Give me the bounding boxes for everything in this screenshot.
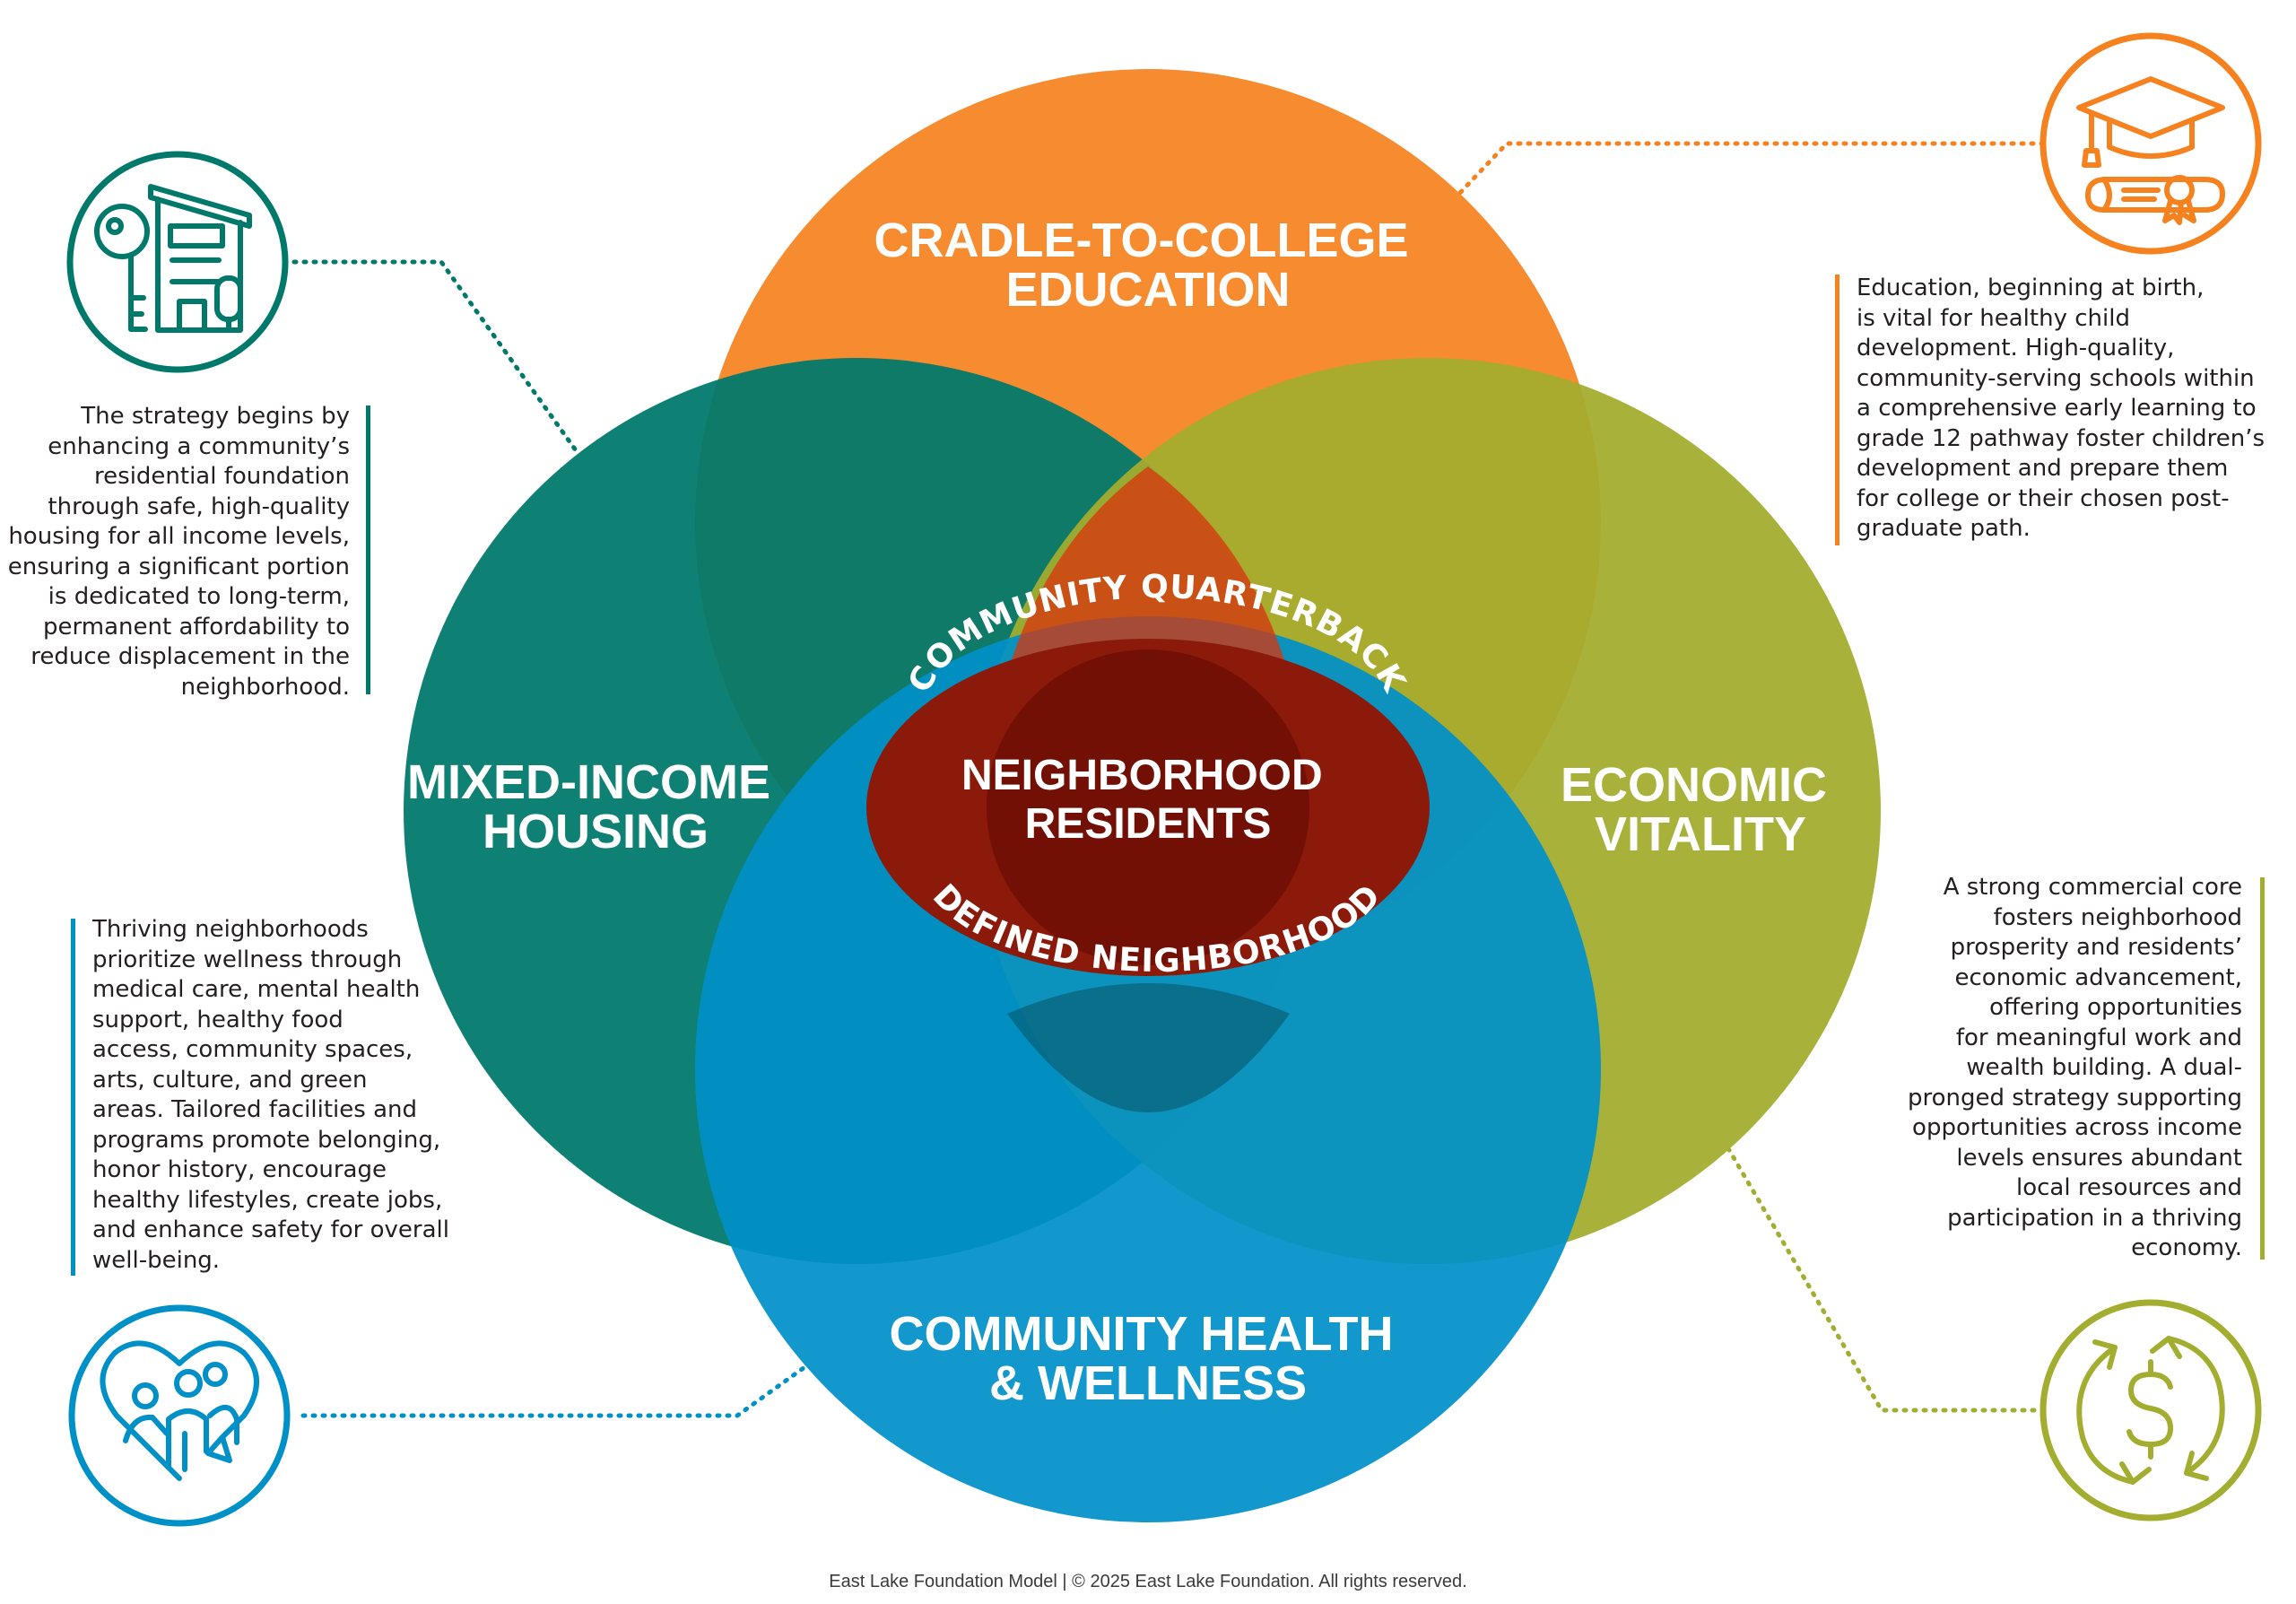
description-line: access, community spaces, bbox=[92, 1036, 413, 1063]
description-line: Education, beginning at birth, bbox=[1857, 275, 2205, 301]
description-line: programs promote belonging, bbox=[92, 1126, 441, 1154]
housing-desc-bar bbox=[366, 405, 370, 694]
house-key-icon bbox=[66, 151, 289, 373]
description-line: wealth building. A dual- bbox=[1966, 1054, 2242, 1081]
education-title: CRADLE-TO-COLLEGE EDUCATION bbox=[874, 214, 1422, 317]
description-line: Thriving neighborhoods bbox=[92, 916, 369, 943]
description-line: economic advancement, bbox=[1954, 963, 2242, 991]
leader-line-health bbox=[300, 1363, 810, 1418]
description-line: levels ensures abundant bbox=[1956, 1144, 2242, 1172]
description-line: for meaningful work and bbox=[1955, 1024, 2242, 1051]
description-line: prosperity and residents’ bbox=[1950, 934, 2242, 961]
description-line: is vital for healthy child bbox=[1857, 304, 2130, 332]
economic-title: ECONOMIC VITALITY bbox=[1561, 758, 1840, 861]
description-line: development. High-quality, bbox=[1857, 335, 2175, 362]
description-line: pronged strategy supporting bbox=[1907, 1084, 2242, 1111]
center-core bbox=[987, 649, 1309, 965]
education-description: Education, beginning at birth, is vital f… bbox=[1857, 274, 2265, 545]
health-desc-bar bbox=[71, 919, 75, 1276]
description-line: offering opportunities bbox=[1989, 994, 2242, 1021]
description-line: for college or their chosen post- bbox=[1857, 484, 2230, 512]
description-line: community-serving schools within bbox=[1857, 364, 2255, 392]
description-line: fosters neighborhood bbox=[1993, 903, 2242, 931]
description-line: opportunities across income bbox=[1912, 1114, 2242, 1141]
description-line: and enhance safety for overall bbox=[92, 1216, 449, 1243]
economic-desc-bar bbox=[2260, 877, 2265, 1260]
description-line: neighborhood. bbox=[180, 673, 350, 701]
description-line: honor history, encourage bbox=[92, 1156, 387, 1183]
description-line: participation in a thriving bbox=[1947, 1204, 2242, 1232]
description-line: local resources and bbox=[2015, 1174, 2242, 1201]
description-line: well-being. bbox=[92, 1246, 221, 1274]
description-line: grade 12 pathway foster children’s bbox=[1857, 424, 2266, 452]
description-line: A strong commercial core bbox=[1943, 874, 2242, 901]
education-desc-bar bbox=[1835, 275, 1839, 545]
description-line: economy. bbox=[2131, 1234, 2242, 1261]
description-line: residential foundation bbox=[94, 463, 350, 490]
description-line: prioritize wellness through bbox=[92, 946, 403, 973]
housing-title: MIXED-INCOME HOUSING bbox=[407, 755, 784, 859]
description-line: housing for all income levels, bbox=[8, 523, 350, 550]
description-line: ensuring a significant portion bbox=[7, 553, 350, 580]
description-line: arts, culture, and green bbox=[92, 1066, 368, 1094]
leader-line-education bbox=[1455, 141, 2046, 198]
description-line: medical care, mental health bbox=[92, 976, 421, 1003]
description-line: healthy lifestyles, create jobs, bbox=[92, 1186, 443, 1214]
description-line: is dedicated to long-term, bbox=[48, 583, 350, 610]
description-line: areas. Tailored facilities and bbox=[92, 1096, 417, 1123]
heart-family-icon bbox=[68, 1304, 291, 1527]
graduation-cap-diploma-icon bbox=[2039, 32, 2262, 255]
description-line: development and prepare them bbox=[1857, 455, 2229, 482]
description-line: The strategy begins by bbox=[81, 403, 350, 430]
health-description: Thriving neighborhoods prioritize wellnes… bbox=[92, 915, 449, 1276]
footer-copyright: East Lake Foundation Model | © 2025 East… bbox=[829, 1572, 1467, 1591]
description-line: reduce displacement in the bbox=[30, 643, 350, 670]
leader-line-economic bbox=[1726, 1147, 2037, 1413]
leader-line-housing bbox=[291, 259, 578, 453]
center-title: NEIGHBORHOOD RESIDENTS bbox=[961, 752, 1335, 848]
dollar-cycle-icon bbox=[2039, 1299, 2262, 1521]
description-line: enhancing a community’s bbox=[48, 432, 350, 460]
description-line: permanent affordability to bbox=[43, 613, 350, 641]
description-line: a comprehensive early learning to bbox=[1857, 395, 2257, 422]
health-title: COMMUNITY HEALTH & WELLNESS bbox=[890, 1307, 1407, 1410]
upper-overlap-glow bbox=[1009, 466, 1287, 668]
description-line: graduate path. bbox=[1857, 515, 2031, 542]
description-line: support, healthy food bbox=[92, 1006, 344, 1033]
description-line: through safe, high-quality bbox=[48, 493, 350, 520]
